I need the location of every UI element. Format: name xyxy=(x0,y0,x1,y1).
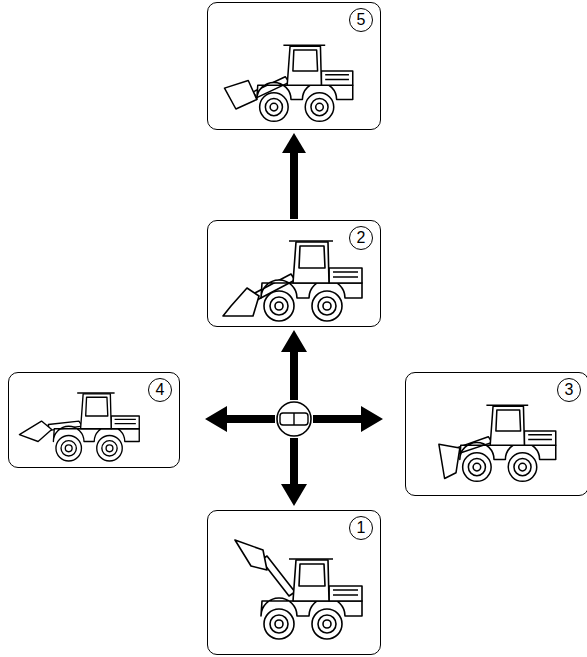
loader-figure xyxy=(223,241,362,321)
loader-figure xyxy=(19,393,139,461)
callout-number: 5 xyxy=(349,8,373,32)
callout-number: 3 xyxy=(557,378,581,402)
arrow-head xyxy=(282,133,306,153)
loader-figure xyxy=(225,45,353,121)
flow-arrow xyxy=(282,133,306,219)
illustration-box: 4 xyxy=(8,372,180,468)
loader-figure xyxy=(439,405,556,481)
callout-number: 4 xyxy=(148,378,172,402)
direction-arrows xyxy=(205,330,383,506)
illustration-box: 5 xyxy=(207,2,381,130)
arrow-shaft xyxy=(290,152,298,219)
illustration-box: 1 xyxy=(207,510,381,655)
callout-number: 1 xyxy=(349,516,373,540)
illustration-box: 2 xyxy=(207,220,381,327)
illustration-box: 3 xyxy=(405,372,587,496)
joystick-symbol xyxy=(277,402,311,436)
loader-figure xyxy=(235,540,362,639)
callout-number: 2 xyxy=(349,226,373,250)
